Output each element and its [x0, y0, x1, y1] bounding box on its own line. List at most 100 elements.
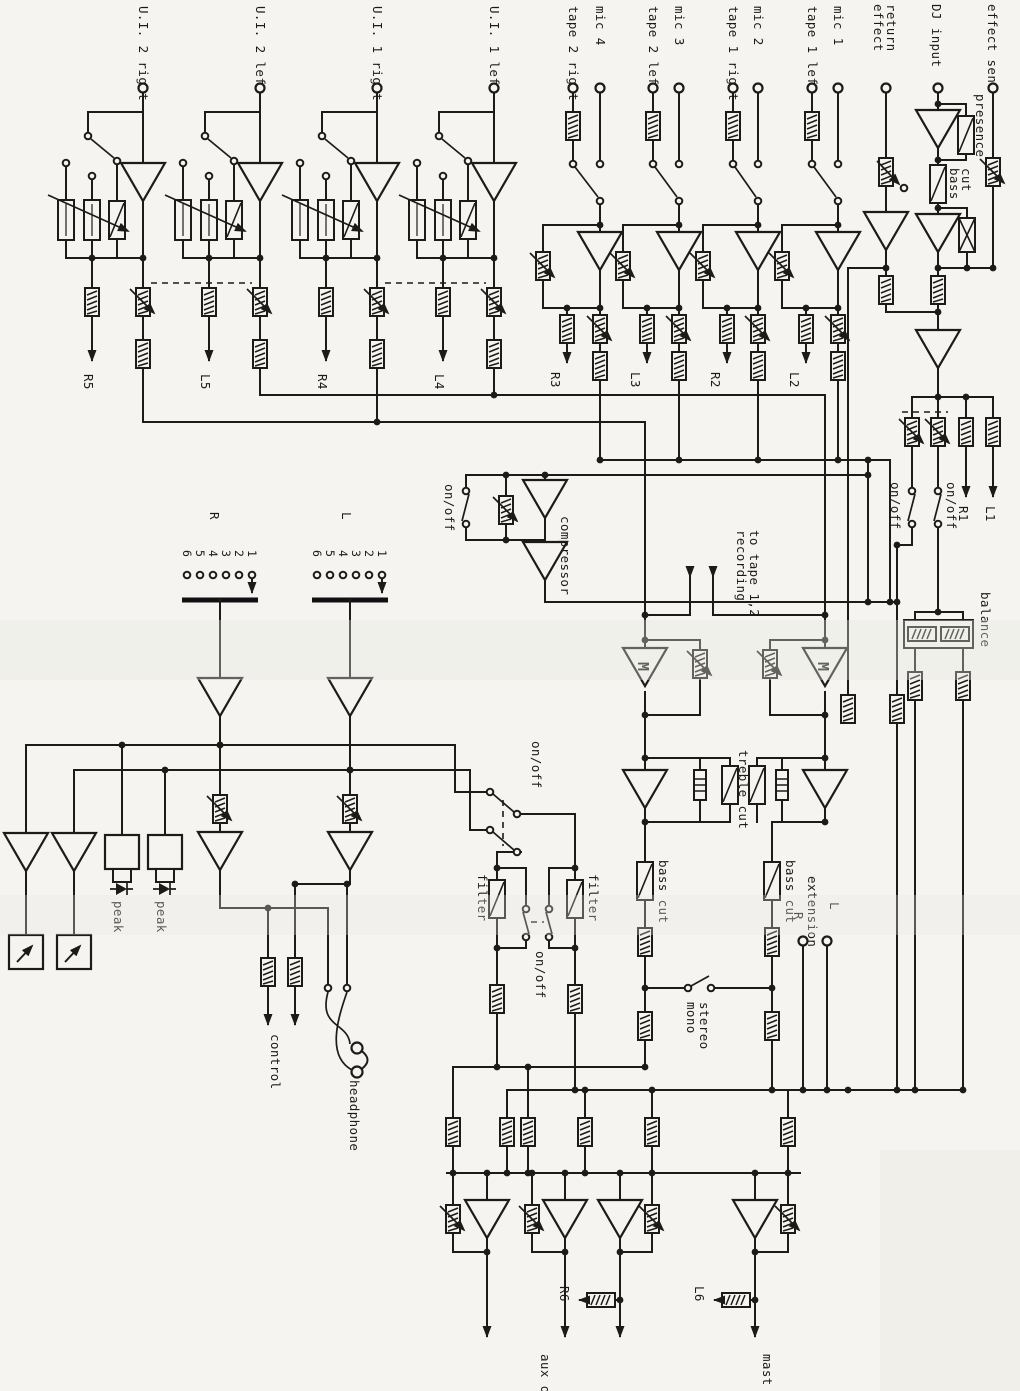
balance-pot: balance — [903, 592, 993, 1091]
compressor-section: on/off compressor — [442, 471, 901, 606]
bus-pin: 3 — [219, 550, 233, 557]
resistor — [878, 275, 894, 305]
input-terminal — [752, 82, 764, 94]
mix-resistor — [499, 1117, 515, 1147]
resistor — [725, 111, 741, 141]
output-amplifier — [731, 1198, 779, 1240]
eq-section: treble cut bass cut bass cut mono stereo — [621, 750, 849, 1091]
label-ui-2-right: U.I. 2 right — [136, 6, 151, 101]
label-ui-1-left: U.I. 1 left — [487, 6, 502, 93]
label-compressor: compressor — [558, 516, 573, 595]
filter-element — [566, 879, 584, 919]
label-stereo: stereo — [697, 1002, 712, 1050]
switch-contact — [568, 159, 578, 169]
label-out-l2: L2 — [787, 372, 802, 388]
switch-contact — [753, 159, 763, 169]
switch-contact — [512, 809, 522, 819]
switch-contact — [317, 131, 327, 141]
input-terminal — [932, 82, 944, 94]
label-aux-out: aux o — [538, 1354, 553, 1391]
resistor — [135, 339, 151, 369]
resistor — [639, 314, 655, 344]
switch-contact — [512, 847, 522, 857]
switch-contact — [595, 196, 605, 206]
resistor — [985, 417, 1001, 447]
extension-section: R extension L — [791, 876, 842, 1091]
input-terminal — [254, 82, 266, 94]
label-peak: peak — [111, 901, 126, 933]
amplifier — [353, 161, 401, 203]
switch-contact — [933, 519, 943, 529]
label-on-off: on/off — [944, 482, 959, 530]
ui-channel-1-right: U.I. 1 right R4 — [282, 6, 401, 423]
switch-contact — [521, 932, 531, 942]
resistor — [435, 287, 451, 317]
label-out-l1: L1 — [983, 506, 998, 522]
level-slider — [459, 200, 477, 240]
channel-tape1right-mic2: tape 1 right mic 2 R2 — [690, 6, 782, 461]
amplifier — [914, 212, 962, 254]
label-recording: recording — [734, 530, 749, 601]
fader-resistor — [830, 351, 846, 381]
resistor — [369, 339, 385, 369]
resistor — [798, 314, 814, 344]
amplifier — [196, 830, 244, 872]
switch-contact — [544, 904, 554, 914]
switch-contact — [728, 159, 738, 169]
level-slider — [342, 200, 360, 240]
label-m-amp: M — [634, 662, 652, 671]
fader-resistor — [592, 351, 608, 381]
input-terminal — [594, 82, 606, 94]
bass-cut-pot — [929, 164, 947, 204]
label-filter: filter — [475, 874, 490, 922]
amplifier — [655, 230, 703, 272]
switch-contact — [521, 904, 531, 914]
label-headphone: headphone — [347, 1080, 362, 1151]
output-amplifier — [596, 1198, 644, 1240]
mic-tape-channels: tape 2 right mic 4 R3 tape 2 left mic 3 — [530, 6, 862, 461]
switch-contact — [461, 519, 471, 529]
label-on-off: on/off — [533, 951, 548, 999]
resistor — [486, 339, 502, 369]
switch-contact — [807, 159, 817, 169]
headphone-icon — [350, 1041, 369, 1079]
amplifier — [470, 161, 518, 203]
return-pot — [878, 157, 894, 187]
bus-pin: 5 — [323, 550, 337, 557]
meter-peak-section: peak peak — [2, 741, 471, 969]
resistor — [637, 1011, 653, 1041]
treble-cut-pot — [721, 765, 739, 805]
resistor — [840, 694, 856, 724]
label-to-tape: to tape 1,2 — [747, 530, 762, 617]
label-filter: filter — [586, 874, 601, 922]
bus-pin: 6 — [180, 550, 194, 557]
resistor — [489, 984, 505, 1014]
bus-pin: 6 — [310, 550, 324, 557]
ui-input-channels: U.I. 2 right R5 U.I. 2 left — [48, 6, 518, 423]
mix-resistor — [644, 1117, 660, 1147]
mix-resistor — [520, 1117, 536, 1147]
resistor — [958, 417, 974, 447]
dj-effect-section: effect return DJ input effect send prese… — [847, 4, 1004, 1091]
input-terminal — [567, 82, 579, 94]
label-tape-1-right: tape 1 right — [726, 6, 741, 101]
amplifier — [236, 161, 284, 203]
output-amplifier — [541, 1198, 589, 1240]
channel-tape2left-mic3: tape 2 left mic 3 L3 — [610, 6, 703, 461]
label-control: control — [268, 1034, 283, 1089]
bus-amplifier — [326, 676, 374, 718]
switch-contact — [753, 196, 763, 206]
label-on-off: on/off — [442, 484, 457, 532]
resistor — [637, 927, 653, 957]
channel-tape1left-mic1: tape 1 left mic 1 L2 — [769, 6, 862, 461]
attenuator — [200, 199, 218, 241]
switch-contact — [833, 159, 843, 169]
attenuator — [434, 199, 452, 241]
switch-contact — [204, 171, 214, 181]
input-terminal — [647, 82, 659, 94]
switch-contact — [438, 171, 448, 181]
resistor — [84, 287, 100, 317]
attenuator — [317, 199, 335, 241]
switch-contact — [178, 158, 188, 168]
